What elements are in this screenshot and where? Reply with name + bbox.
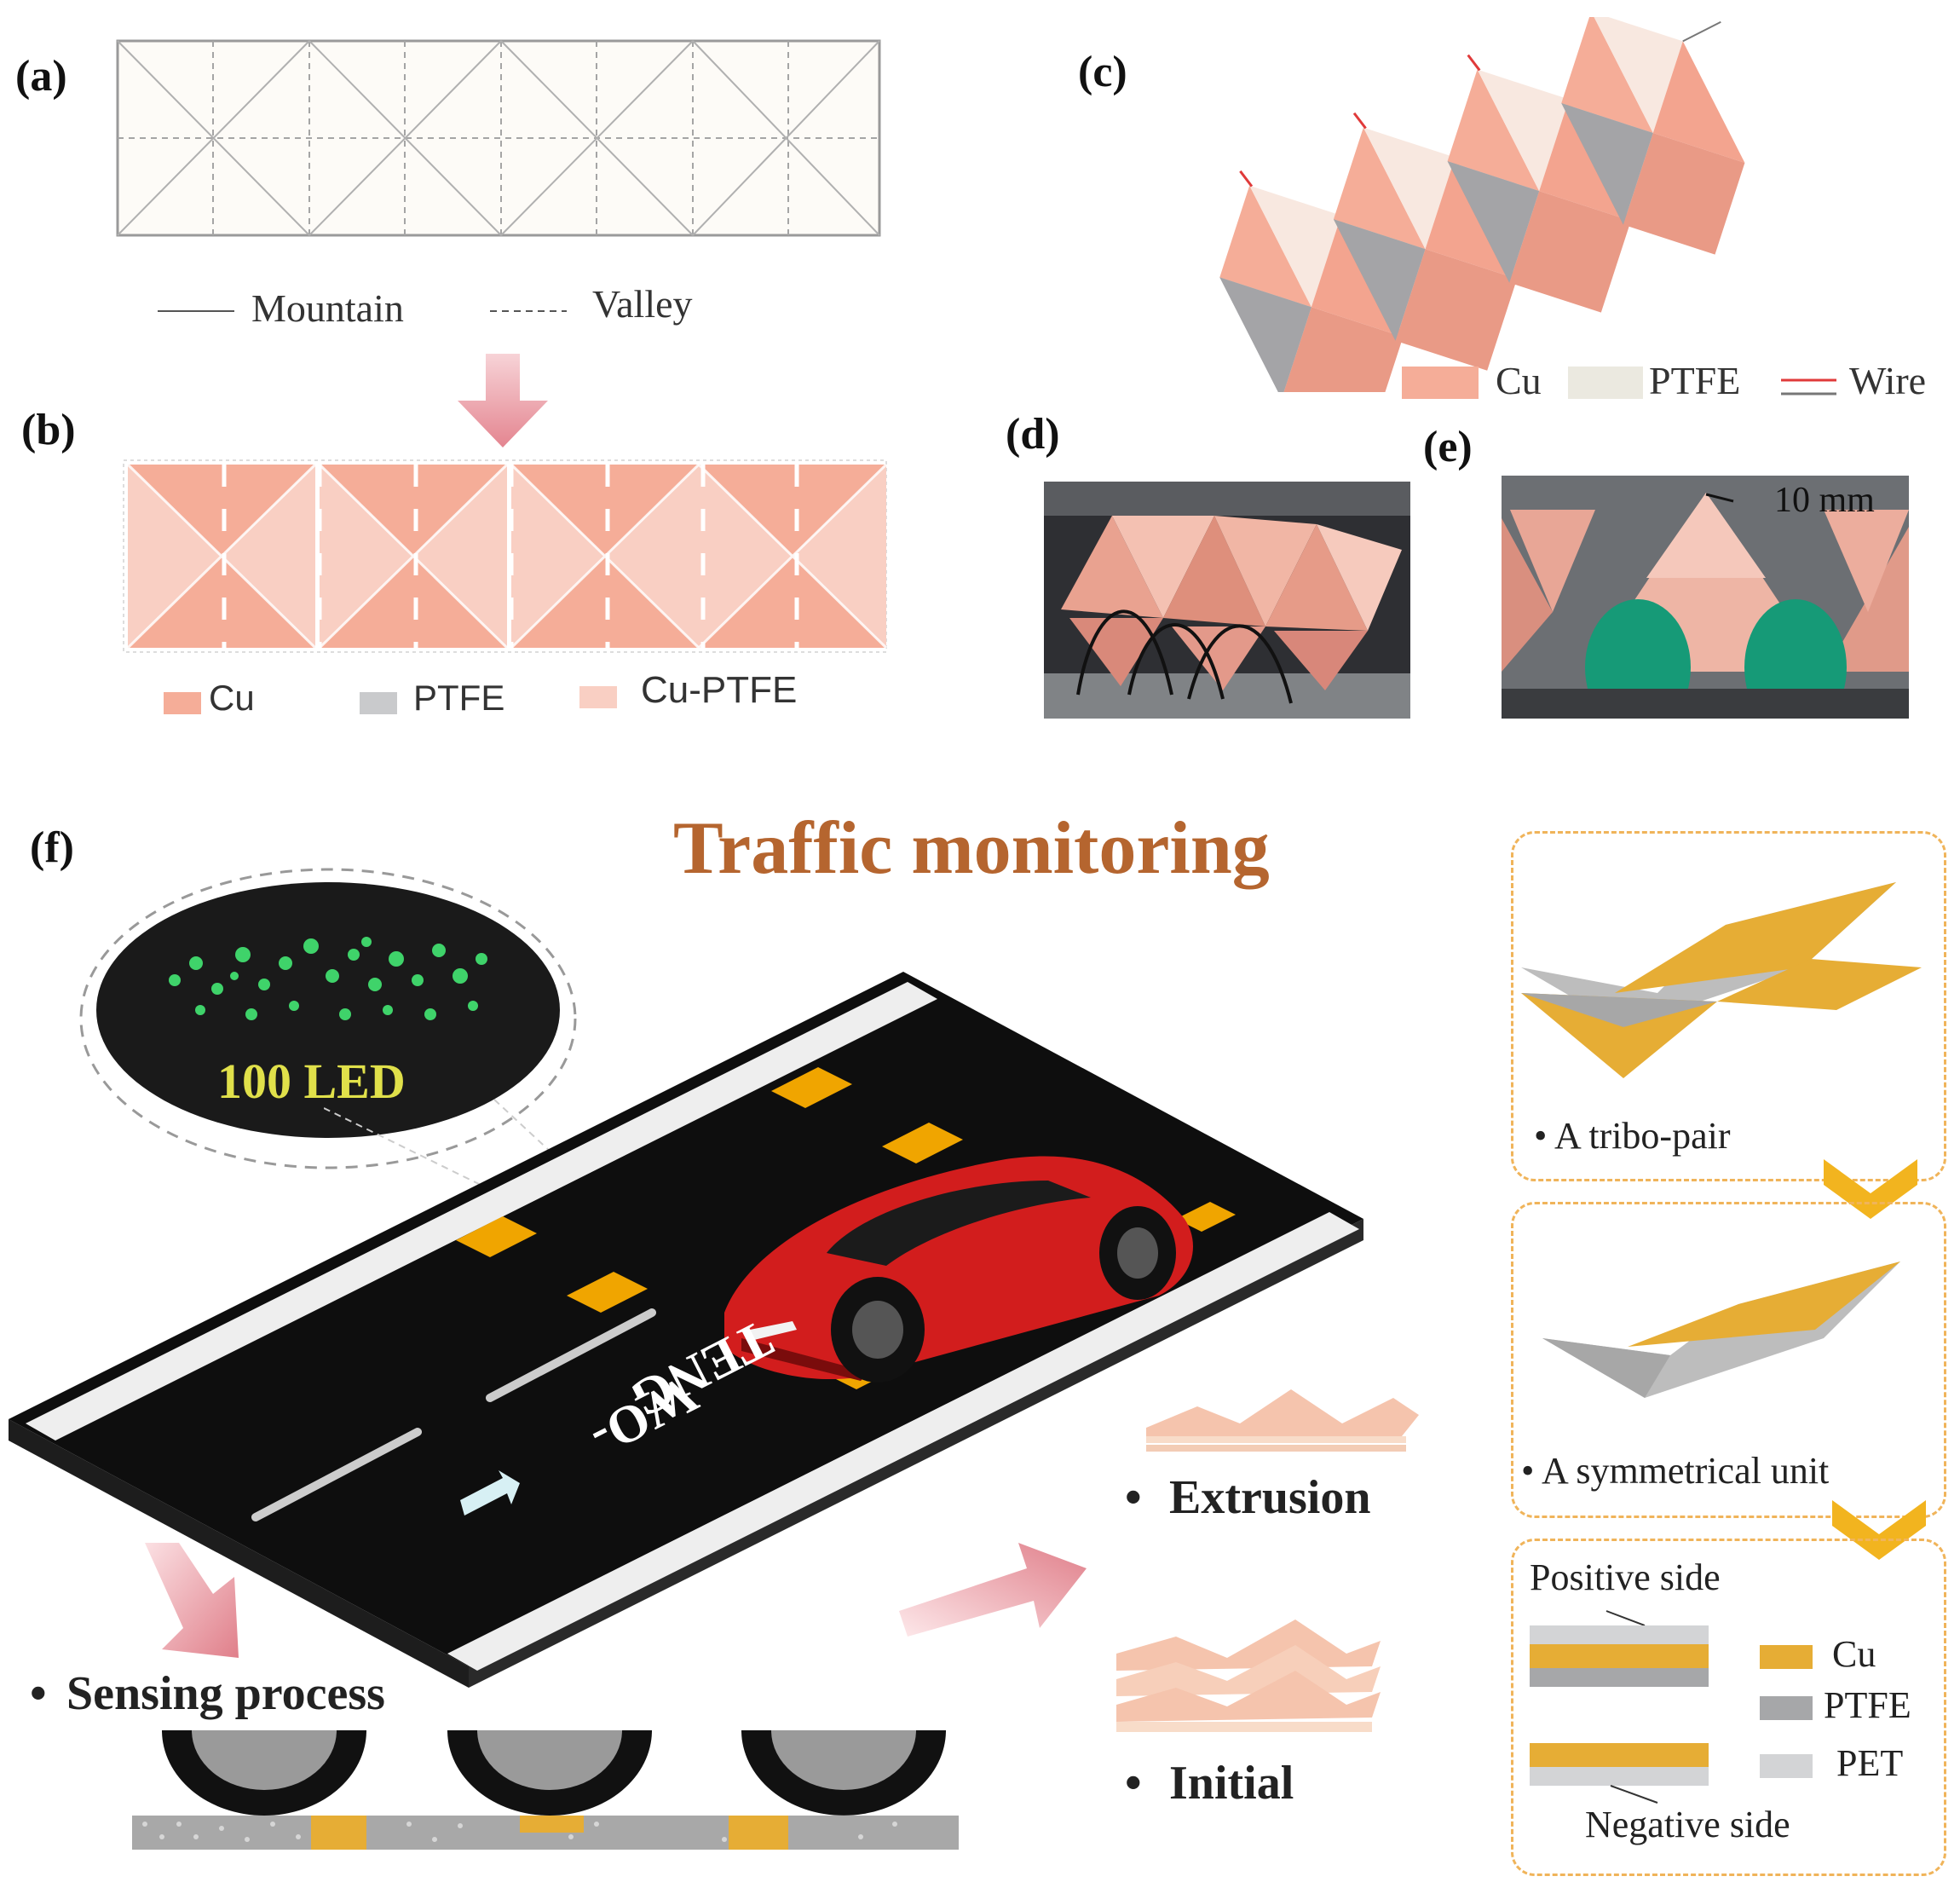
negative-side-label: Negative side xyxy=(1585,1804,1790,1845)
road-surface xyxy=(9,972,1363,1688)
folded-pattern-cu xyxy=(123,459,888,653)
mountain-line-sample xyxy=(158,310,234,312)
tribo-pair-label: • A tribo-pair xyxy=(1534,1115,1731,1157)
wire-legend-sample xyxy=(1781,378,1836,395)
scale-bar-label: 10 mm xyxy=(1774,481,1875,520)
valley-line-sample xyxy=(490,310,567,312)
positive-side-label: Positive side xyxy=(1530,1556,1721,1598)
led-inset xyxy=(79,868,577,1169)
legend-wire: Wire xyxy=(1849,359,1927,402)
sensing-process-label-dot: • xyxy=(30,1667,47,1720)
arrow-right-icon xyxy=(899,1543,1087,1637)
car xyxy=(724,1156,1193,1383)
photo-prototype-pressed xyxy=(1502,476,1909,719)
panel-label-c: (c) xyxy=(1078,48,1127,96)
swatch-cu-layer xyxy=(1760,1645,1813,1669)
layer-stack-diagram xyxy=(1530,1610,1709,1804)
layer-cu-label: Cu xyxy=(1832,1633,1876,1675)
initial-label-dot: • xyxy=(1125,1757,1142,1810)
panel-label-a: (a) xyxy=(15,52,67,101)
extruded-stack xyxy=(1146,1389,1419,1452)
initial-label: Initial xyxy=(1169,1757,1294,1810)
swatch-cu xyxy=(164,692,201,714)
initial-stack xyxy=(1116,1620,1381,1732)
legend-ptfe-c: PTFE xyxy=(1649,359,1741,402)
swatch-pet-layer xyxy=(1760,1754,1813,1778)
symmetric-unit-model xyxy=(1542,1262,1900,1398)
swatch-ptfe-c xyxy=(1568,367,1643,399)
legend-ptfe: PTFE xyxy=(413,678,505,718)
swatch-cu-c xyxy=(1402,367,1479,399)
legend-cu-ptfe: Cu-PTFE xyxy=(641,669,798,711)
swatch-ptfe-layer xyxy=(1760,1696,1813,1720)
arrow-sensing-icon xyxy=(145,1543,239,1658)
led-count-label: 100 LED xyxy=(217,1054,406,1109)
layer-pet-label: PET xyxy=(1836,1742,1904,1784)
arrow-down-icon xyxy=(458,354,548,447)
legend-cu-c: Cu xyxy=(1496,359,1542,402)
panel-label-f: (f) xyxy=(30,823,74,872)
extrusion-label-dot: • xyxy=(1125,1471,1142,1524)
traffic-monitoring-title: Traffic monitoring xyxy=(673,807,1270,890)
extrusion-label: Extrusion xyxy=(1169,1471,1371,1524)
chevron-down-icon xyxy=(1824,1159,1917,1219)
sym-unit-text: A symmetrical unit xyxy=(1541,1450,1830,1492)
tribo-pair-text: A tribo-pair xyxy=(1554,1115,1731,1157)
sensing-process-label: Sensing process xyxy=(66,1667,385,1720)
legend-mountain: Mountain xyxy=(251,286,404,330)
legend-valley: Valley xyxy=(592,282,693,326)
legend-cu: Cu xyxy=(209,678,255,718)
layer-structure-box xyxy=(1511,1539,1946,1876)
swatch-ptfe xyxy=(360,692,397,714)
layer-ptfe-label: PTFE xyxy=(1824,1684,1911,1726)
tribo-pair-box xyxy=(1511,831,1946,1181)
swatch-cu-ptfe xyxy=(579,686,617,708)
tribo-pair-model xyxy=(1521,882,1922,1078)
panel-label-d: (d) xyxy=(1006,410,1060,459)
chevron-down-icon-2 xyxy=(1832,1500,1926,1560)
photo-prototype-side xyxy=(1044,482,1410,719)
sym-unit-label: • A symmetrical unit xyxy=(1521,1450,1830,1492)
origami-3d-model xyxy=(1219,17,1776,392)
panel-label-b: (b) xyxy=(21,406,76,454)
symmetric-unit-box xyxy=(1511,1202,1946,1518)
panel-label-e: (e) xyxy=(1423,423,1473,471)
wheel-sensing-strip xyxy=(132,1730,959,1850)
crease-pattern xyxy=(116,39,881,237)
